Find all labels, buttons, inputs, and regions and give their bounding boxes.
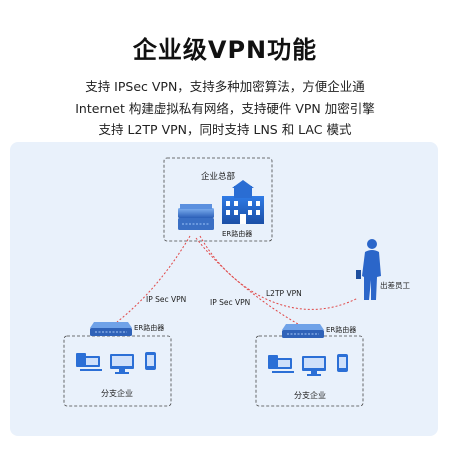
link-ipsec-right: [195, 237, 299, 325]
employee-label: 出差员工: [380, 280, 410, 290]
right-branch-label: 分支企业: [294, 390, 326, 400]
employee-icon: [356, 239, 381, 300]
page-title: 企业级VPN功能: [132, 36, 318, 64]
right-router-icon: [282, 324, 324, 338]
left-desktop-icon: [76, 353, 102, 371]
right-router-label: ER路由器: [326, 325, 356, 334]
left-branch-label: 分支企业: [101, 388, 133, 398]
right-desktop-icon: [268, 355, 294, 373]
description-line-1: 支持 IPSec VPN，支持多种加密算法，方便企业通: [85, 79, 365, 94]
right-phone-icon: [337, 354, 348, 372]
link-right-label: IP Sec VPN: [210, 298, 250, 307]
left-router-label: ER路由器: [134, 323, 164, 332]
building-icon: [222, 180, 264, 224]
description-line-3: 支持 L2TP VPN，同时支持 LNS 和 LAC 模式: [98, 122, 352, 137]
left-monitor-icon: [110, 354, 134, 374]
hq-router-icon: [178, 204, 214, 230]
link-l2tp-label: L2TP VPN: [266, 289, 302, 298]
hq-router-label: ER路由器: [222, 229, 252, 238]
right-monitor-icon: [302, 356, 326, 376]
left-router-icon: [90, 322, 132, 336]
link-left-label: IP Sec VPN: [146, 295, 186, 304]
description-line-2: Internet 构建虚拟私有网络，支持硬件 VPN 加密引擎: [75, 101, 375, 116]
hq-box: [163, 157, 273, 242]
link-ipsec-left: [116, 235, 191, 323]
link-l2tp: [199, 235, 359, 310]
left-phone-icon: [145, 352, 156, 370]
hq-label: 企业总部: [201, 171, 236, 182]
